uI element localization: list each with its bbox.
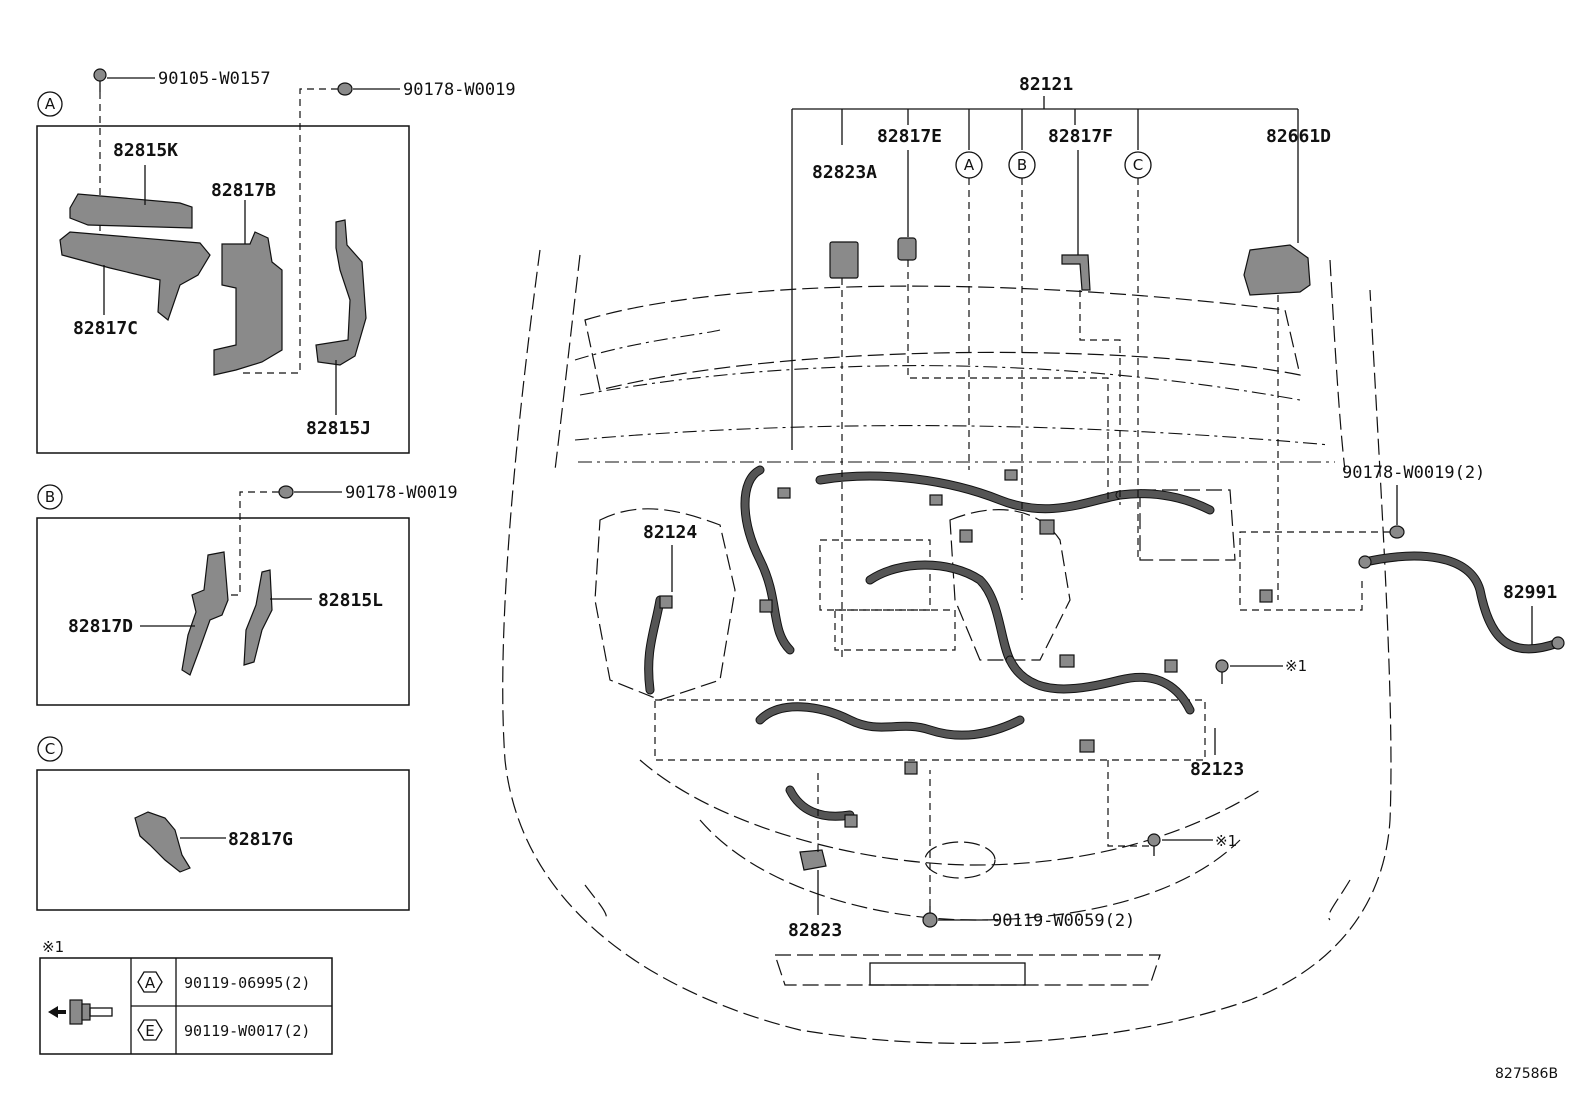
arrow-bolt-icon	[48, 999, 113, 1025]
detail-b: B 90178-W0019 82817D 82815L	[36, 483, 458, 706]
svg-text:B: B	[1017, 156, 1027, 174]
label-82823: 82823	[788, 920, 842, 941]
callout-circle-a	[37, 91, 63, 117]
label-82815k: 82815K	[113, 140, 178, 161]
label-82815j: 82815J	[306, 418, 371, 439]
callout-circle-b	[37, 484, 63, 510]
detail-c: C 82817G	[36, 736, 410, 911]
svg-text:A: A	[964, 156, 975, 174]
diagram-id: 827586B	[1495, 1066, 1558, 1082]
part-82817e	[897, 237, 917, 261]
clip-icon	[278, 485, 294, 499]
fastener-legend: ※1 A 90119-06995(2) E 90119-W0017(2)	[39, 938, 333, 1055]
label-90178-w0019-a: 90178-W0019	[403, 80, 516, 100]
hex-a-icon: A	[137, 971, 163, 993]
detail-a: A 90105-W0157 90178-W0019 82815K 82817C …	[36, 68, 516, 454]
part-82815l	[243, 569, 273, 666]
callout-b-label: B	[45, 488, 55, 506]
part-82823	[799, 849, 827, 871]
label-90178-w0019-b: 90178-W0019	[345, 483, 458, 503]
main-callouts: 82121 A B C 82817E 82817F 82661D	[643, 74, 1565, 941]
clip-icon	[337, 82, 353, 96]
callout-a-label: A	[45, 95, 56, 113]
part-82817f	[1061, 254, 1091, 291]
label-82817f: 82817F	[1048, 126, 1113, 147]
bolt-icon	[93, 68, 107, 92]
part-82815k	[69, 193, 193, 229]
label-82823a: 82823A	[812, 162, 877, 183]
bolt-icon	[1215, 659, 1229, 684]
callout-circle-c	[37, 736, 63, 762]
ref-mark-lower: ※1	[1215, 832, 1237, 850]
legend-row2-part: 90119-W0017(2)	[184, 1022, 310, 1040]
label-82124: 82124	[643, 522, 697, 543]
detail-a-frame	[36, 125, 410, 454]
part-82817c	[59, 231, 211, 322]
label-82121: 82121	[1019, 74, 1073, 95]
ref-mark-upper: ※1	[1285, 657, 1307, 675]
vehicle-outline	[502, 249, 1392, 1044]
part-82661d	[1243, 244, 1311, 296]
label-82817g: 82817G	[228, 829, 293, 850]
label-82817c: 82817C	[73, 318, 138, 339]
svg-text:A: A	[145, 974, 156, 992]
label-82815l: 82815L	[318, 590, 383, 611]
label-82817b: 82817B	[211, 180, 276, 201]
part-82817g	[134, 811, 191, 873]
bolt-icon	[1147, 833, 1161, 856]
part-82815j	[315, 219, 367, 366]
detail-b-frame	[36, 517, 410, 706]
bolt-icon	[922, 906, 938, 928]
part-82823a	[829, 241, 859, 279]
label-90178-w0019-2: 90178-W0019(2)	[1342, 463, 1485, 483]
detail-c-frame	[36, 769, 410, 911]
wire-harness	[644, 465, 1215, 821]
label-82661d: 82661D	[1266, 126, 1331, 147]
svg-text:C: C	[1133, 156, 1143, 174]
label-90105-w0157: 90105-W0157	[158, 69, 271, 89]
part-82817d	[181, 551, 229, 676]
label-82991: 82991	[1503, 582, 1557, 603]
label-82817d: 82817D	[68, 616, 133, 637]
svg-text:E: E	[145, 1022, 154, 1040]
clip-icon	[1389, 525, 1405, 539]
legend-title: ※1	[42, 938, 64, 956]
label-82123: 82123	[1190, 759, 1244, 780]
connectors	[659, 469, 1273, 828]
legend-row1-part: 90119-06995(2)	[184, 974, 310, 992]
engine-components	[594, 489, 1236, 761]
part-82817b	[213, 231, 283, 376]
label-82817e: 82817E	[877, 126, 942, 147]
label-90119-w0059-2: 90119-W0059(2)	[992, 911, 1135, 931]
hex-e-icon: E	[137, 1019, 163, 1041]
license-plate-area	[869, 962, 1026, 986]
callout-c-label: C	[45, 740, 55, 758]
